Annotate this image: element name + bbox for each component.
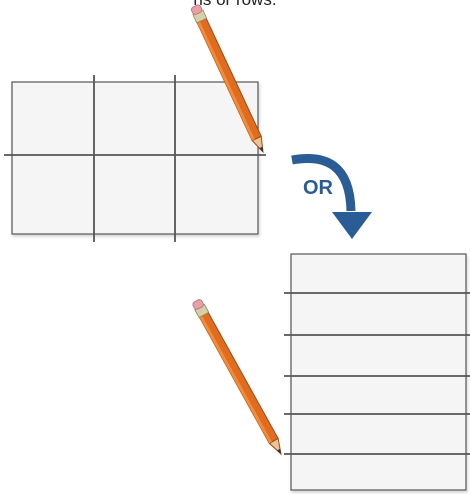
arrow-stem bbox=[291, 154, 356, 212]
pencil-icon bbox=[192, 299, 282, 456]
grid-sheet-paper bbox=[11, 81, 259, 235]
caption-fragment: ns or rows. bbox=[0, 0, 470, 12]
pencil-body bbox=[198, 310, 279, 444]
pencil-eraser bbox=[192, 299, 204, 310]
curved-arrow-down-icon bbox=[291, 154, 372, 239]
caption-text: ns or rows. bbox=[193, 0, 276, 9]
pencil-lead bbox=[259, 146, 263, 152]
arrow-head bbox=[332, 212, 372, 239]
pencil-icon bbox=[191, 4, 264, 154]
or-label: OR bbox=[303, 177, 334, 199]
pencil-lead bbox=[277, 448, 281, 454]
pencil-highlight bbox=[196, 20, 255, 141]
rows-sheet bbox=[284, 253, 470, 491]
grid-sheet bbox=[4, 75, 266, 242]
pencil-eraser bbox=[191, 4, 203, 15]
pencil-highlight bbox=[199, 315, 272, 444]
